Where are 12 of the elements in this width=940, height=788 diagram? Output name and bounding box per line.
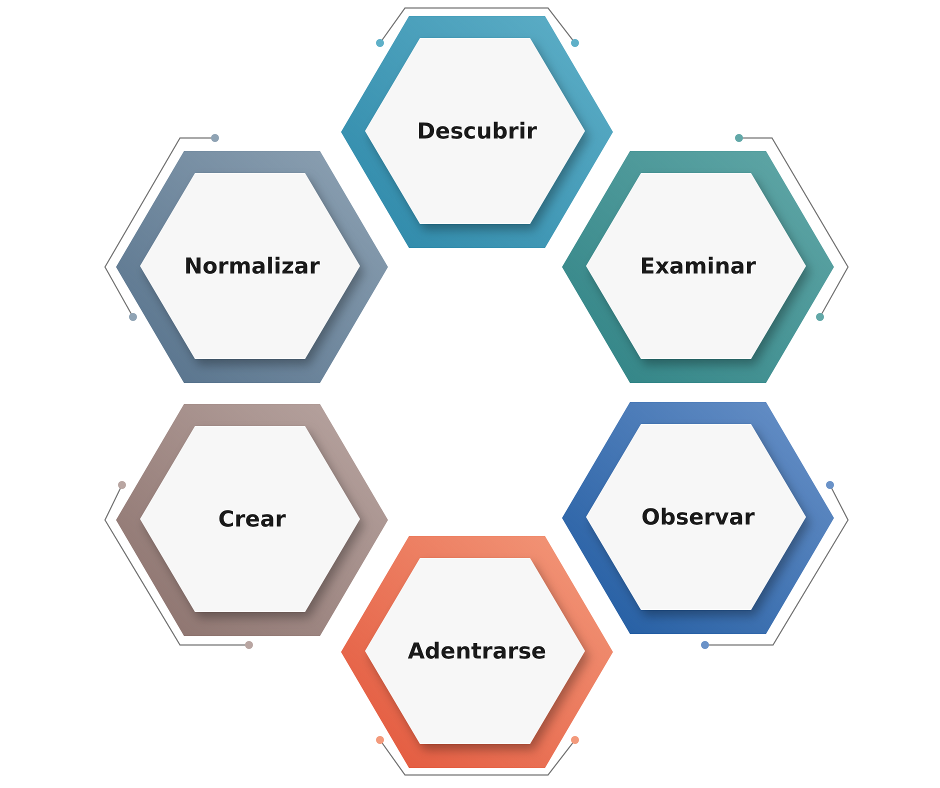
hexagon-label: Crear [217, 508, 287, 532]
hexagon [116, 151, 388, 383]
hexagon-label: Examinar [639, 254, 757, 280]
hexagon [341, 16, 613, 248]
hexagon-label: Descubrir [416, 120, 538, 144]
hexagon [562, 151, 834, 383]
hexagon [116, 404, 388, 636]
hexagon [341, 536, 613, 768]
hexagon-label: Adentrarse [406, 640, 548, 664]
hexagon [562, 402, 834, 634]
hexagon-label: Observar [640, 506, 756, 530]
hexagon-label: Normalizar [183, 254, 321, 280]
